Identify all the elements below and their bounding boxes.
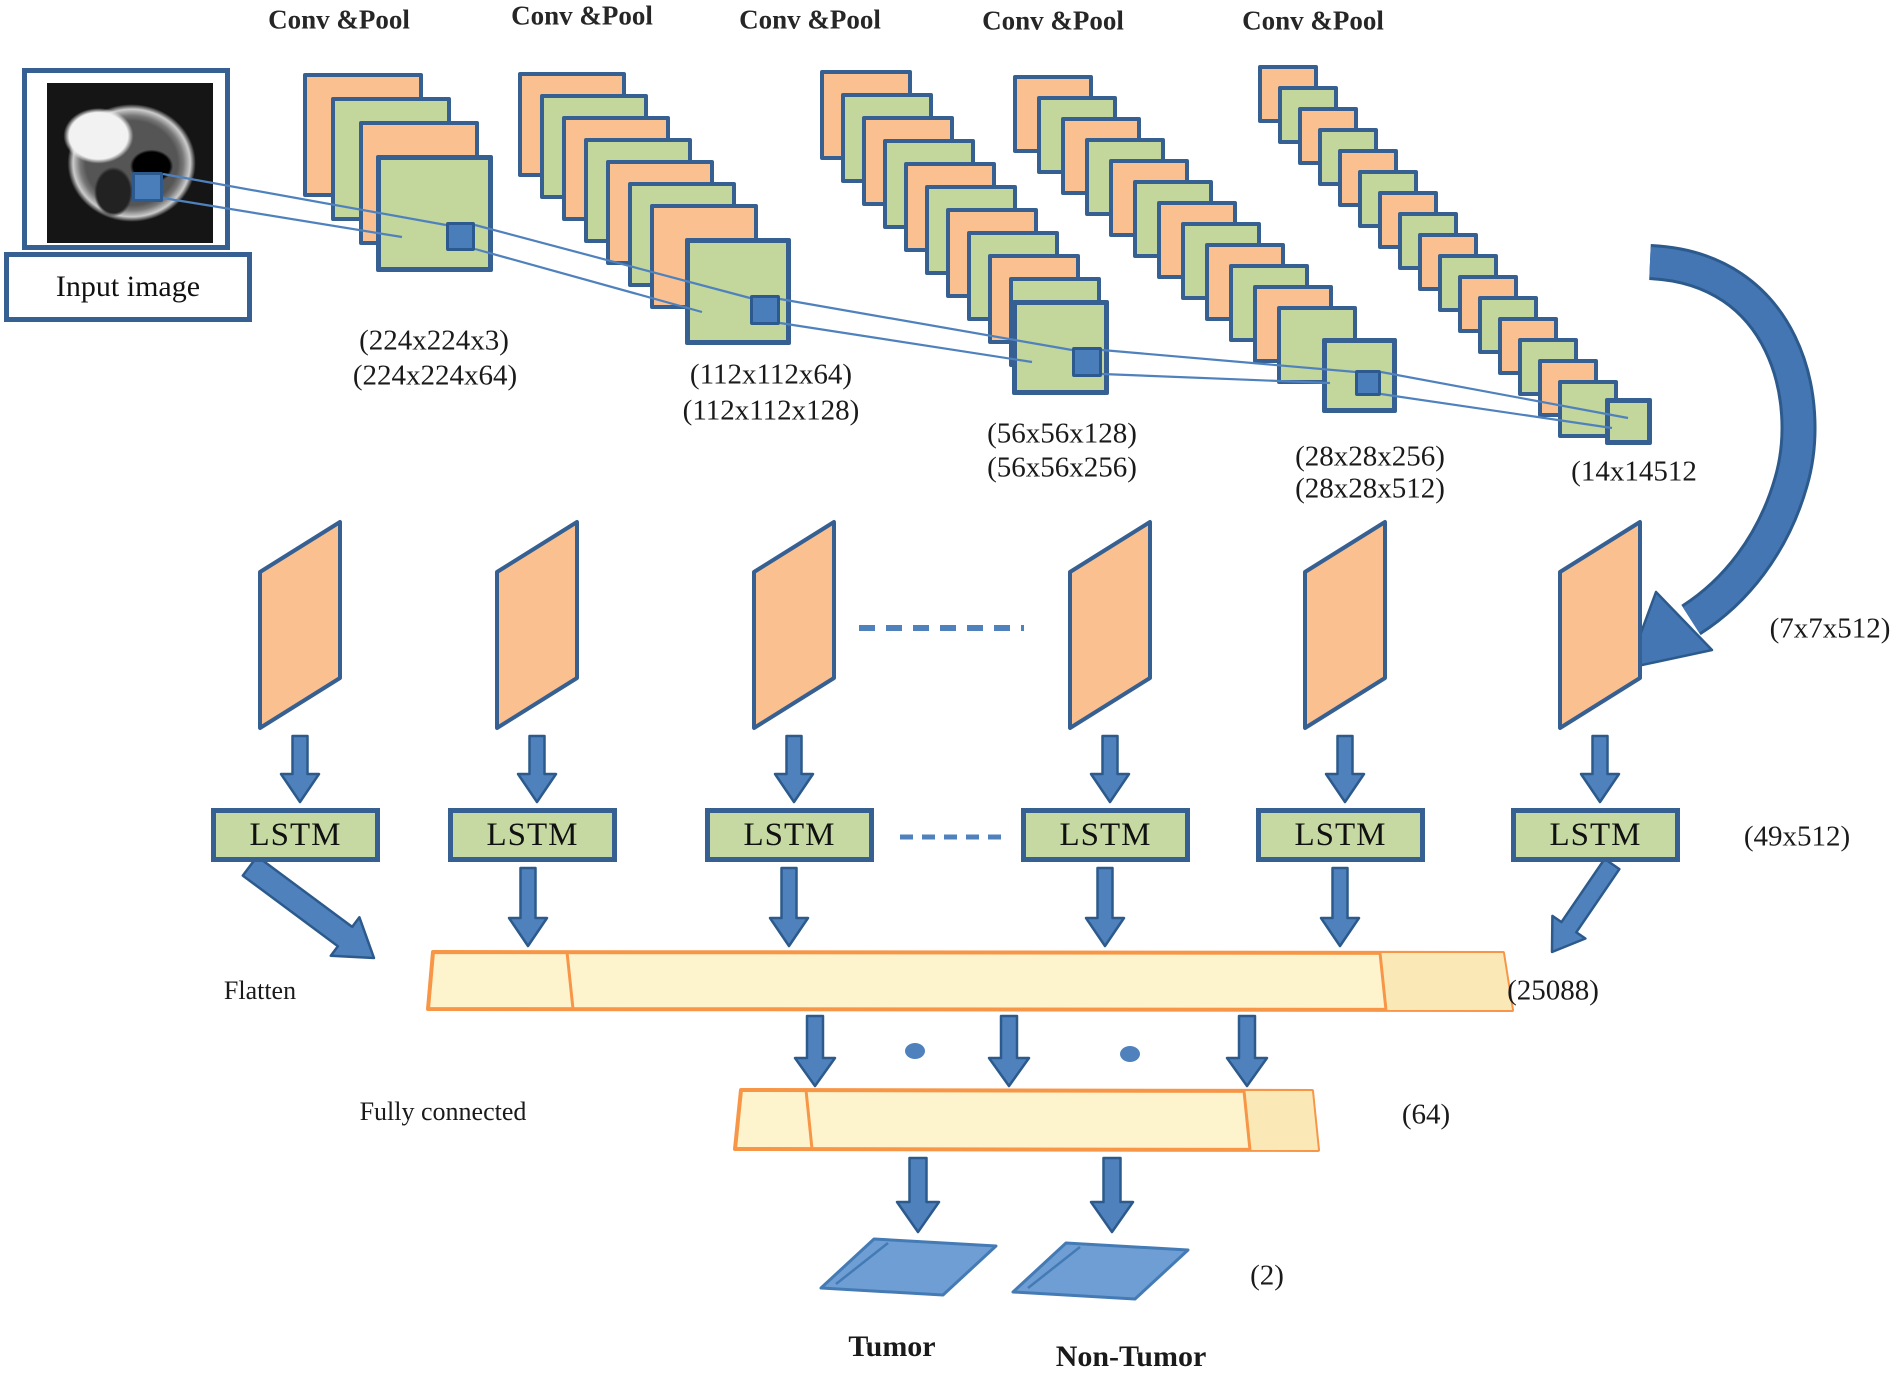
stage4-dim-line1: (28x28x256) bbox=[1295, 440, 1445, 473]
lstm-to-flatten-arrow-2 bbox=[507, 866, 549, 948]
fc-bar bbox=[733, 1088, 1320, 1152]
lstm-to-flatten-arrow-5 bbox=[1319, 866, 1361, 948]
conv-pool-label-3: Conv &Pool bbox=[739, 4, 881, 35]
fully-connected-label: Fully connected bbox=[359, 1097, 527, 1126]
reshape-curved-arrow-body bbox=[1648, 247, 1814, 633]
frame-to-lstm-arrow-5 bbox=[1324, 734, 1366, 804]
flatten-dim: (25088) bbox=[1507, 974, 1599, 1007]
input-image-caption-box: Input image bbox=[4, 252, 252, 322]
lstm-box-label: LSTM bbox=[743, 816, 836, 853]
lstm-box-label: LSTM bbox=[1059, 816, 1152, 853]
frame-to-lstm-arrow-4 bbox=[1089, 734, 1131, 804]
reshape-dim: (7x7x512) bbox=[1769, 612, 1891, 645]
stack5-front-feature-map bbox=[1605, 398, 1652, 445]
stage5-dim: (14x14512 bbox=[1571, 455, 1697, 488]
fc-to-non-tumor-arrow bbox=[1089, 1156, 1135, 1234]
conv-pool-label-2: Conv &Pool bbox=[511, 0, 653, 31]
stack1-front-feature-map bbox=[376, 155, 493, 272]
lstm-box-3: LSTM bbox=[705, 808, 874, 862]
stage2-dim-line1: (112x112x64) bbox=[689, 358, 853, 391]
flatten-bar-divider-right bbox=[1378, 952, 1388, 1011]
flatten-bar-right-segment bbox=[1380, 953, 1512, 1010]
lstm-box-5: LSTM bbox=[1256, 808, 1425, 862]
lstm-to-flatten-arrow-3 bbox=[768, 866, 810, 948]
receptive-field-marker-input bbox=[132, 172, 163, 202]
sequence-frame-2 bbox=[495, 520, 579, 730]
fc-bar-right-segment bbox=[1244, 1091, 1318, 1150]
fc-dim: (64) bbox=[1401, 1098, 1451, 1131]
lstm-box-1: LSTM bbox=[211, 808, 380, 862]
lstm1-to-flatten-diagonal-arrow bbox=[241, 855, 376, 960]
fc-bar-divider-left bbox=[804, 1089, 814, 1150]
non-tumor-output-plate bbox=[1011, 1241, 1190, 1301]
class-label-non-tumor: Non-Tumor bbox=[1055, 1340, 1207, 1373]
stage3-dim-line1: (56x56x128) bbox=[987, 417, 1137, 450]
stage2-dim-line2: (112x112x128) bbox=[682, 394, 860, 427]
input-image-caption: Input image bbox=[55, 270, 201, 303]
ellipsis-dot-1 bbox=[905, 1043, 925, 1059]
conv-pool-label-4: Conv &Pool bbox=[982, 5, 1124, 36]
flatten-bar bbox=[426, 950, 1514, 1012]
non-tumor-plate-fold-line bbox=[1027, 1246, 1081, 1289]
conv-pool-label-5: Conv &Pool bbox=[1242, 5, 1384, 36]
input-image-frame bbox=[22, 68, 230, 250]
lstm6-to-flatten-diagonal-arrow bbox=[1550, 857, 1621, 954]
tumor-plate-fold-line bbox=[835, 1242, 889, 1285]
sequence-frame-6 bbox=[1558, 520, 1642, 730]
lstm-output-dim: (49x512) bbox=[1743, 820, 1851, 853]
sequence-frame-5 bbox=[1303, 520, 1387, 730]
receptive-field-marker-stack1 bbox=[446, 222, 475, 251]
fc-bar-divider-right bbox=[1242, 1090, 1252, 1151]
frame-to-lstm-arrow-3 bbox=[773, 734, 815, 804]
flatten-bar-divider-left bbox=[565, 951, 575, 1010]
ellipsis-dot-2 bbox=[1120, 1046, 1140, 1062]
lstm-box-6: LSTM bbox=[1511, 808, 1680, 862]
frame-to-lstm-arrow-2 bbox=[516, 734, 558, 804]
sequence-frame-4 bbox=[1068, 520, 1152, 730]
reshape-curved-arrow-outline bbox=[1648, 244, 1817, 636]
output-dim: (2) bbox=[1250, 1259, 1284, 1292]
fc-to-tumor-arrow bbox=[895, 1156, 941, 1234]
reshape-curved-arrow-head bbox=[1626, 590, 1714, 670]
lstm-box-label: LSTM bbox=[1549, 816, 1642, 853]
tumor-output-plate bbox=[819, 1237, 998, 1297]
lstm-box-2: LSTM bbox=[448, 808, 617, 862]
receptive-field-marker-stack4 bbox=[1355, 370, 1381, 396]
lstm-to-flatten-arrow-4 bbox=[1084, 866, 1126, 948]
conv-pool-label-1: Conv &Pool bbox=[268, 4, 410, 35]
stage1-dim-line2: (224x224x64) bbox=[352, 359, 518, 392]
sequence-frame-1 bbox=[258, 520, 342, 730]
flatten-to-fc-arrow-2 bbox=[987, 1014, 1031, 1088]
flatten-to-fc-arrow-1 bbox=[793, 1014, 837, 1088]
sequence-frame-3 bbox=[752, 520, 836, 730]
lstm-box-label: LSTM bbox=[486, 816, 579, 853]
receptive-field-marker-stack2 bbox=[750, 295, 780, 325]
class-label-tumor: Tumor bbox=[848, 1330, 936, 1363]
stage1-dim-line1: (224x224x3) bbox=[359, 324, 509, 357]
frame-to-lstm-arrow-1 bbox=[279, 734, 321, 804]
stage4-dim-line2: (28x28x512) bbox=[1295, 472, 1445, 505]
flatten-to-fc-arrow-3 bbox=[1225, 1014, 1269, 1088]
lstm-box-label: LSTM bbox=[249, 816, 342, 853]
lstm-box-label: LSTM bbox=[1294, 816, 1387, 853]
frame-to-lstm-arrow-6 bbox=[1579, 734, 1621, 804]
lstm-box-4: LSTM bbox=[1021, 808, 1190, 862]
stack2-front-feature-map bbox=[685, 238, 791, 345]
brain-mri-image bbox=[47, 83, 213, 243]
receptive-field-marker-stack3 bbox=[1072, 347, 1102, 377]
stage3-dim-line2: (56x56x256) bbox=[987, 451, 1137, 484]
flatten-label: Flatten bbox=[223, 976, 297, 1005]
